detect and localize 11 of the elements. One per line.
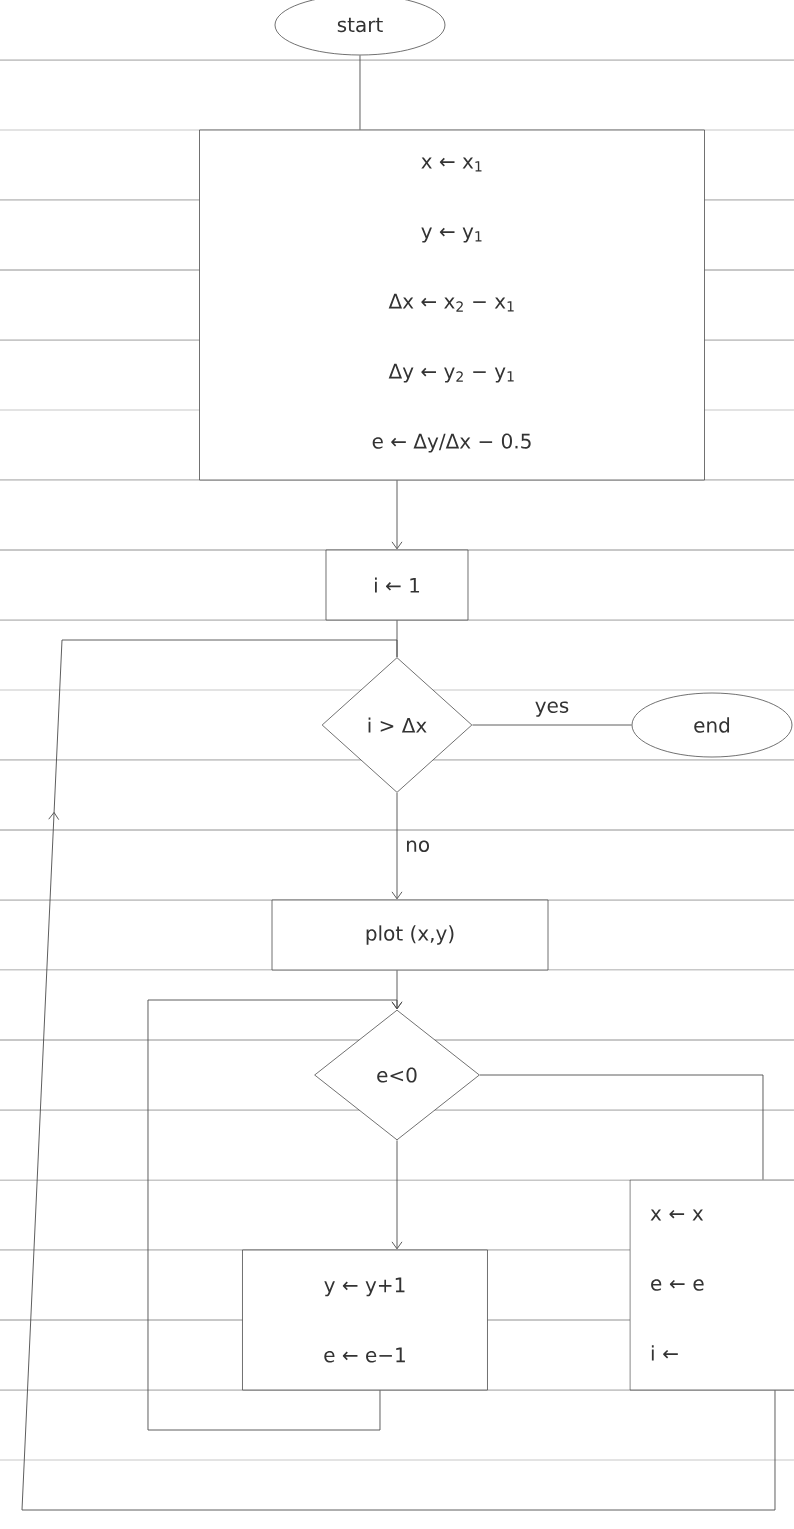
- process-box: plot (x,y): [271, 899, 549, 971]
- process-box: x ← x$_{1}$ y ← y$_{1}$ Δx ← x$_{2}$ − x$_{1}$ Δy ← y$_{2}$ − y$_{1}$ e ← Δy/Δx − 0.5: [199, 129, 705, 481]
- edge-label: yes: [532, 699, 572, 719]
- end-oval: end: [631, 692, 793, 758]
- arrow: [147, 999, 403, 1431]
- arrow: [391, 479, 403, 550]
- arrow: [391, 1139, 403, 1250]
- process-box: y ← y+1 e ← e−1: [242, 1249, 488, 1391]
- arrow: [391, 792, 403, 900]
- process-box: i ← 1: [325, 549, 469, 621]
- process-box: x ← x e ← e i ←: [629, 1179, 794, 1391]
